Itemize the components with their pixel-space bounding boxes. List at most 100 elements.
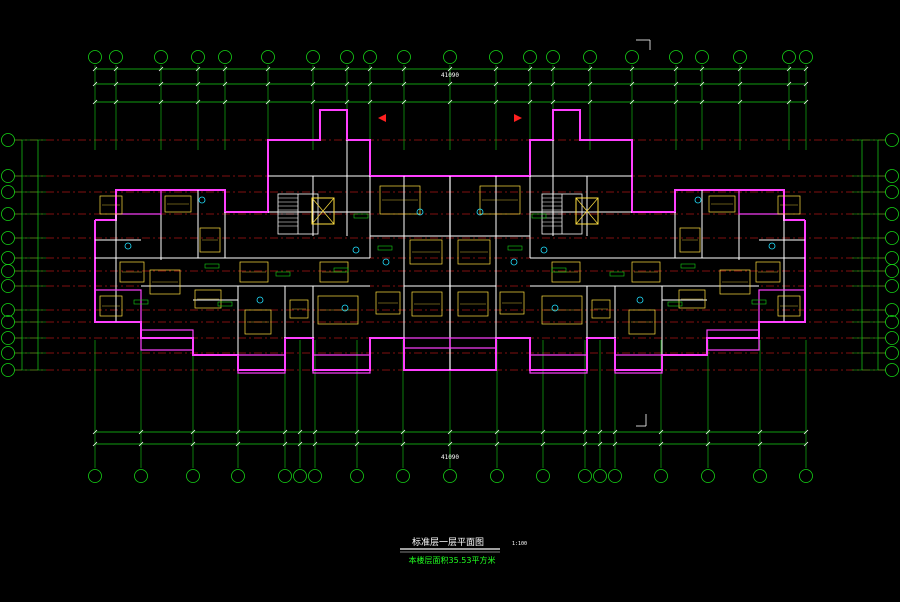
dimension-tick [447,99,453,105]
dimension-tick [587,81,593,87]
dimension-tick [803,99,809,105]
top-axis-circle [218,50,232,64]
furniture-right [631,261,661,283]
room-tag-left [133,299,149,305]
furniture-left [317,295,359,325]
exterior-wall-right-lower [450,220,806,371]
dimension-tick [527,99,533,105]
furniture-left [411,291,443,317]
bottom-axis-circle [536,469,550,483]
dimension-tick [92,81,98,87]
dimension-tick [401,99,407,105]
dimension-tick [803,81,809,87]
left-row-axis-circle [1,133,15,147]
furniture-left [289,299,309,319]
top-axis-circle [583,50,597,64]
furniture-right [479,185,521,215]
dimension-tick [447,441,453,447]
top-axis-circle [523,50,537,64]
dimension-tick [540,429,546,435]
furniture-right [678,289,706,309]
top-axis-circle [109,50,123,64]
bottom-axis-circle [186,469,200,483]
bottom-axis-circle [308,469,322,483]
dimension-tick [447,81,453,87]
left-row-axis-circle [1,279,15,293]
dimension-tick [550,81,556,87]
dimension-tick [297,429,303,435]
furniture-left [119,261,145,283]
dimension-tick [235,441,241,447]
room-tag-right [680,263,696,269]
fixture-left [382,258,390,266]
right-row-axis-circle [885,303,899,317]
right-row-axis-circle [885,231,899,245]
right-row-axis-circle [885,264,899,278]
bottom-axis-circle [293,469,307,483]
right-row-axis-circle [885,251,899,265]
room-tag-right [667,301,683,307]
dimension-tick [344,81,350,87]
dimension-tick [400,429,406,435]
right-row-axis-circle [885,133,899,147]
exterior-wall-left-lower [94,220,450,371]
bottom-axis-circle [231,469,245,483]
furniture-right [679,227,701,253]
dimension-tick [493,81,499,87]
dimension-tick [195,66,201,72]
dimension-tick [629,99,635,105]
furniture-right [591,299,611,319]
right-row-axis-circle [885,279,899,293]
left-row-axis-circle [1,251,15,265]
bottom-axis-circle [593,469,607,483]
dimension-tick [550,99,556,105]
furniture-left [99,295,123,317]
elevator-shaft [575,197,599,225]
bottom-axis-circle [396,469,410,483]
bottom-axis-circle [753,469,767,483]
furniture-right [457,239,491,265]
fixture-left [352,246,360,254]
left-row-axis-circle [1,185,15,199]
fixture-left [341,304,349,312]
furniture-left [375,291,401,315]
dimension-tick [737,81,743,87]
room-tag-left [204,263,220,269]
furniture-right [708,195,736,213]
dimension-tick [582,429,588,435]
dimension-tick [587,99,593,105]
dimension-tick [493,99,499,105]
furniture-left [244,309,272,335]
bottom-axis-circle [134,469,148,483]
bottom-axis-circle [350,469,364,483]
furniture-right [541,295,583,325]
dimension-tick [803,66,809,72]
dimension-tick [612,429,618,435]
top-axis-bubbles [88,50,813,64]
top-axis-circle [782,50,796,64]
dimension-tick [113,81,119,87]
balcony-right [614,354,663,374]
fixture-left [256,296,264,304]
dimension-tick [786,66,792,72]
building-plan [94,39,806,427]
dimension-tick [658,429,664,435]
left-row-axis-circle [1,169,15,183]
fixture-right [476,208,484,216]
balcony-right [706,329,760,351]
drawing-scale: 1:100 [512,541,527,547]
bottom-axis-circle [654,469,668,483]
dimension-tick [158,81,164,87]
dimension-tick [282,441,288,447]
dimension-tick [158,99,164,105]
dimension-tick [310,99,316,105]
exterior-wall-right-upper [450,109,805,221]
dimension-tick [550,66,556,72]
room-tag-right [507,245,523,251]
dimension-tick [367,66,373,72]
dimension-tick [138,441,144,447]
furniture-left [239,261,269,283]
dimension-tick [195,81,201,87]
dimension-lines [21,66,879,447]
bottom-axis-circle [88,469,102,483]
